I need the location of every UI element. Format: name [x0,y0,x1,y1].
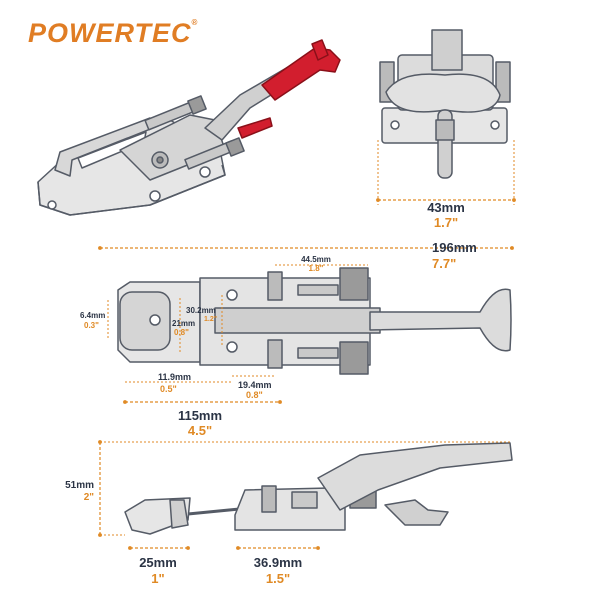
hole-spacing-imperial: 1.2" [204,316,217,323]
side-view-dimensions: 51mm 2" 25mm 1" 36.9mm 1.5" [65,440,512,586]
bolt-spacing-metric: 44.5mm [301,255,331,264]
bolt-offset-imperial: 0.8" [246,390,263,400]
isometric-view [37,39,341,216]
base-length-imperial: 4.5" [188,423,212,438]
hook-thickness-imperial: 0.3" [84,321,99,330]
top-view [117,267,512,375]
height-imperial: 2" [84,492,95,503]
base-width-metric: 21mm [172,319,195,328]
front-width-imperial: 1.7" [434,215,458,230]
front-width-dimension: 43mm 1.7" [376,140,516,230]
overall-length-imperial: 7.7" [432,256,456,271]
brand-logo: POWERTEC® [28,18,198,49]
hook-offset-imperial: 0.5" [160,384,177,394]
plate-length-metric: 36.9mm [254,555,302,570]
hole-spacing-metric: 30.2mm [186,306,216,315]
catch-length-metric: 25mm [139,555,177,570]
side-view [124,442,513,535]
hook-thickness-metric: 6.4mm [80,311,105,320]
front-width-metric: 43mm [427,200,465,215]
height-metric: 51mm [65,480,94,491]
bolt-spacing-imperial: 1.8" [309,264,324,273]
front-view [379,29,511,179]
hook-offset-metric: 11.9mm [158,372,191,382]
top-view-dimensions: 196mm 7.7" 44.5mm 1.8" 6.4mm 0.3" 21mm 0… [80,240,514,438]
plate-length-imperial: 1.5" [266,571,290,586]
base-length-metric: 115mm [178,408,222,423]
overall-length-metric: 196mm [432,240,477,255]
brand-name: POWERTEC [28,18,192,48]
base-width-imperial: 0.8" [174,328,189,337]
catch-length-imperial: 1" [151,571,164,586]
registered-mark: ® [191,18,199,27]
bolt-offset-metric: 19.4mm [238,380,272,390]
